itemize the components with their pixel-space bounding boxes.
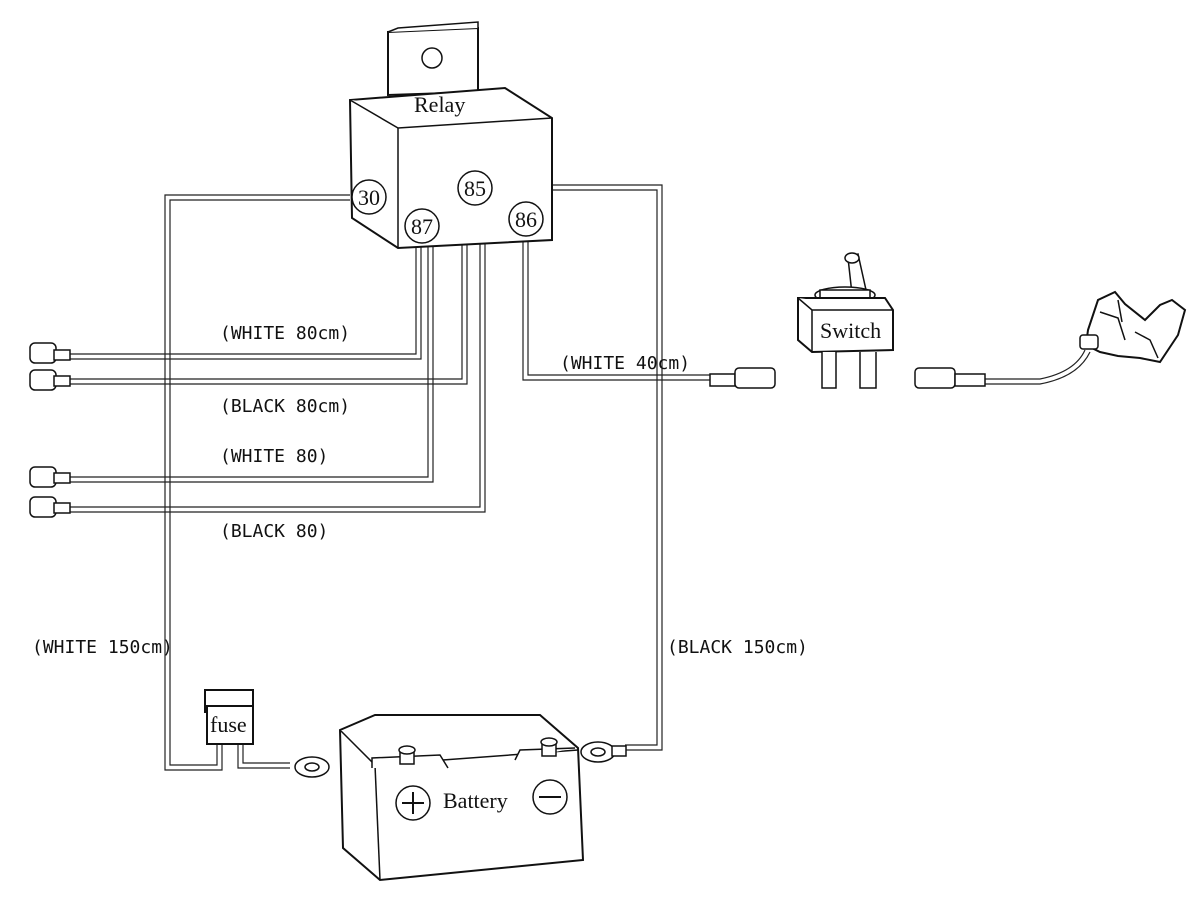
relay-pin-30-label: 30 [358, 185, 380, 210]
connector-4 [29, 496, 71, 518]
connector-3 [29, 466, 71, 488]
relay: Relay 30 87 85 86 [348, 21, 553, 250]
relay-pin-85-label: 85 [464, 176, 486, 201]
fuse-label: fuse [210, 712, 247, 737]
label-black-80cm: (BLACK 80cm) [220, 396, 350, 417]
relay-pin-87: 87 [404, 208, 440, 244]
relay-pin-85: 85 [457, 170, 493, 206]
plus-icon [395, 785, 431, 821]
switch-label: Switch [820, 318, 881, 343]
ring-terminal-positive [294, 756, 330, 778]
battery-label: Battery [443, 788, 508, 813]
wire-black-80cm [70, 205, 463, 380]
left-connectors [29, 342, 71, 518]
relay-pin-87-label: 87 [411, 214, 433, 239]
label-black-80: (BLACK 80) [220, 521, 328, 542]
wire-white-80 [70, 245, 429, 478]
wire-white-150cm [164, 194, 350, 771]
battery: Battery [338, 714, 585, 882]
relay-pin-86: 86 [508, 201, 544, 237]
wire-black-150cm [493, 184, 663, 751]
wire-black-80 [70, 205, 481, 508]
relay-pin-30: 30 [351, 179, 387, 215]
connector-2 [29, 369, 71, 391]
label-white-80: (WHITE 80) [220, 446, 328, 467]
label-black-150cm: (BLACK 150cm) [667, 637, 808, 658]
mounting-hole-icon [421, 47, 443, 69]
fuse: fuse [204, 689, 254, 745]
wire-white-40cm [522, 237, 710, 381]
label-white-40cm: (WHITE 40cm) [560, 353, 690, 374]
minus-icon [532, 779, 568, 815]
socket-plug [1079, 290, 1187, 364]
connector-1 [29, 342, 71, 364]
label-white-80cm: (WHITE 80cm) [220, 323, 350, 344]
switch-connector-left [709, 367, 776, 389]
wires [70, 184, 1091, 771]
relay-pin-86-label: 86 [515, 207, 537, 232]
toggle-switch: Switch [797, 252, 894, 389]
switch-connector-right [914, 367, 986, 389]
ring-terminal-negative [580, 741, 627, 763]
wire-labels: (WHITE 80cm) (BLACK 80cm) (WHITE 80) (BL… [32, 323, 808, 658]
wire-white-80cm [70, 245, 417, 355]
relay-label: Relay [414, 92, 465, 117]
label-white-150cm: (WHITE 150cm) [32, 637, 173, 658]
